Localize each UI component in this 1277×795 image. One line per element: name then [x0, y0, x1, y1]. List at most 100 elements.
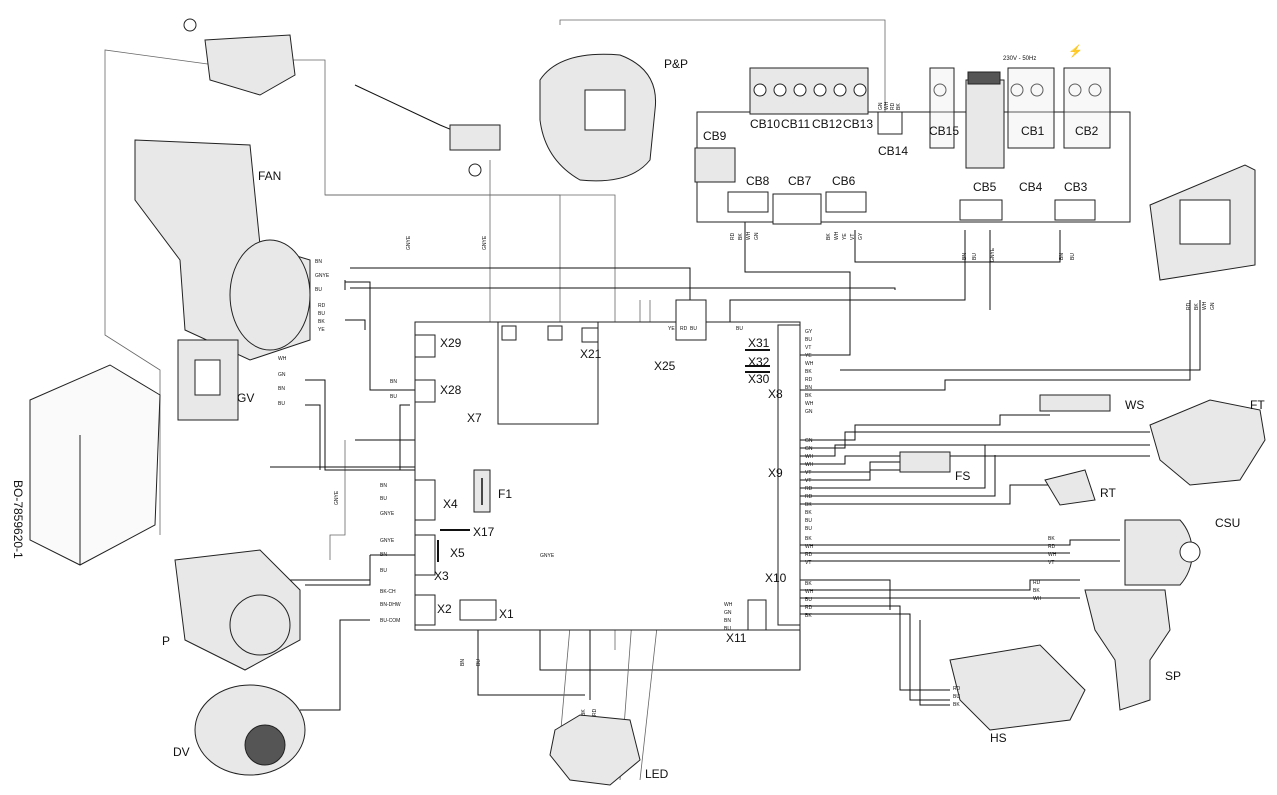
- svg-text:GN: GN: [278, 372, 286, 378]
- svg-text:GN: GN: [1210, 302, 1216, 310]
- svg-text:BN: BN: [380, 483, 387, 489]
- svg-text:WH: WH: [884, 101, 890, 110]
- label-x3: X3: [434, 569, 449, 583]
- doc-code: BO-7859620-1: [11, 480, 25, 559]
- fan-assembly: [134, 139, 311, 361]
- led-module: [549, 714, 641, 786]
- svg-text:BN: BN: [460, 659, 466, 666]
- svg-text:WH: WH: [805, 401, 814, 407]
- diverter-valve: [194, 684, 306, 776]
- label-dv: DV: [173, 745, 190, 759]
- svg-text:BN: BN: [962, 253, 968, 260]
- label-fan: FAN: [258, 169, 281, 183]
- label-cb2: CB2: [1075, 124, 1099, 138]
- svg-text:RD: RD: [805, 494, 813, 500]
- label-x21: X21: [580, 347, 602, 361]
- svg-text:RD: RD: [318, 303, 326, 309]
- svg-text:RD: RD: [805, 377, 813, 383]
- label-x5: X5: [450, 546, 465, 560]
- label-x31: X31: [748, 336, 770, 350]
- main-pcb: [414, 299, 801, 631]
- label-cb13: CB13: [843, 117, 873, 131]
- label-ws: WS: [1125, 398, 1144, 412]
- svg-text:GNYE: GNYE: [334, 490, 340, 505]
- terminal-board: [694, 67, 1131, 225]
- label-cb1: CB1: [1021, 124, 1045, 138]
- return-temp-sensor: [1044, 469, 1096, 506]
- svg-text:WH: WH: [746, 231, 752, 240]
- svg-text:WH: WH: [805, 361, 814, 367]
- svg-text:BK: BK: [805, 502, 812, 508]
- svg-text:BK: BK: [581, 709, 587, 716]
- svg-text:BU: BU: [380, 496, 387, 502]
- svg-text:RD: RD: [953, 686, 961, 692]
- svg-text:GN: GN: [754, 232, 760, 240]
- svg-text:BK: BK: [318, 319, 325, 325]
- svg-text:BU-COM: BU-COM: [380, 618, 400, 624]
- svg-text:GNYE: GNYE: [990, 247, 996, 262]
- ignition-electrode: [354, 84, 501, 177]
- svg-text:WH: WH: [1048, 552, 1057, 558]
- label-csu: CSU: [1215, 516, 1240, 530]
- svg-text:GN: GN: [805, 438, 813, 444]
- svg-text:BK: BK: [805, 393, 812, 399]
- label-x1: X1: [499, 607, 514, 621]
- svg-text:YE: YE: [842, 233, 848, 240]
- svg-text:GY: GY: [858, 232, 864, 240]
- svg-text:BK: BK: [826, 233, 832, 240]
- label-x25: X25: [654, 359, 676, 373]
- svg-text:BK: BK: [953, 702, 960, 708]
- svg-text:RD: RD: [680, 326, 688, 332]
- svg-text:VT: VT: [850, 234, 856, 240]
- svg-text:BU: BU: [476, 659, 482, 666]
- pp-module: [539, 53, 657, 182]
- svg-text:RD: RD: [592, 708, 598, 716]
- label-x30: X30: [748, 372, 770, 386]
- svg-text:RD: RD: [805, 486, 813, 492]
- svg-text:BU: BU: [736, 326, 743, 332]
- label-led: LED: [645, 767, 669, 781]
- label-sp: SP: [1165, 669, 1181, 683]
- svg-text:WH: WH: [834, 231, 840, 240]
- label-rt: RT: [1100, 486, 1116, 500]
- svg-text:BU: BU: [278, 401, 285, 407]
- svg-text:GN: GN: [805, 409, 813, 415]
- flow-turbine: [1149, 399, 1266, 486]
- svg-text:RD: RD: [805, 605, 813, 611]
- svg-text:BU: BU: [690, 326, 697, 332]
- svg-text:BK: BK: [805, 581, 812, 587]
- svg-text:BK: BK: [805, 510, 812, 516]
- svg-text:RD: RD: [1033, 580, 1041, 586]
- svg-text:BN: BN: [390, 379, 397, 385]
- labels: P&P FAN GV P DV LED WS FT FS RT CSU SP H…: [11, 44, 1265, 781]
- wire-harness: [104, 19, 1201, 781]
- svg-text:BU: BU: [1070, 253, 1076, 260]
- display-module: [1149, 164, 1256, 281]
- svg-text:WH: WH: [1202, 301, 1208, 310]
- hall-sensor: [949, 644, 1086, 731]
- svg-text:YE: YE: [318, 327, 325, 333]
- svg-text:WH: WH: [805, 544, 814, 550]
- flow-sensor: [899, 451, 951, 473]
- lightning-icon: ⚡: [1068, 44, 1083, 58]
- svg-text:GNYE: GNYE: [406, 235, 412, 250]
- svg-text:RD: RD: [890, 102, 896, 110]
- label-cb7: CB7: [788, 174, 812, 188]
- svg-text:BU: BU: [315, 287, 322, 293]
- svg-text:GNYE: GNYE: [380, 511, 395, 517]
- svg-text:BK: BK: [805, 613, 812, 619]
- wire-color-labels: BN GNYE BU RD BU BK YE WH GN BN BU BN BU…: [278, 101, 1216, 716]
- svg-text:BK: BK: [738, 233, 744, 240]
- svg-text:BK: BK: [1048, 536, 1055, 542]
- label-cb8: CB8: [746, 174, 770, 188]
- svg-text:BU: BU: [724, 626, 731, 632]
- label-cb15: CB15: [929, 124, 959, 138]
- label-pp: P&P: [664, 57, 688, 71]
- svg-text:BU: BU: [805, 518, 812, 524]
- label-x4: X4: [443, 497, 458, 511]
- label-cb10: CB10: [750, 117, 780, 131]
- label-fs: FS: [955, 469, 970, 483]
- svg-text:WH: WH: [805, 454, 814, 460]
- label-x7: X7: [467, 411, 482, 425]
